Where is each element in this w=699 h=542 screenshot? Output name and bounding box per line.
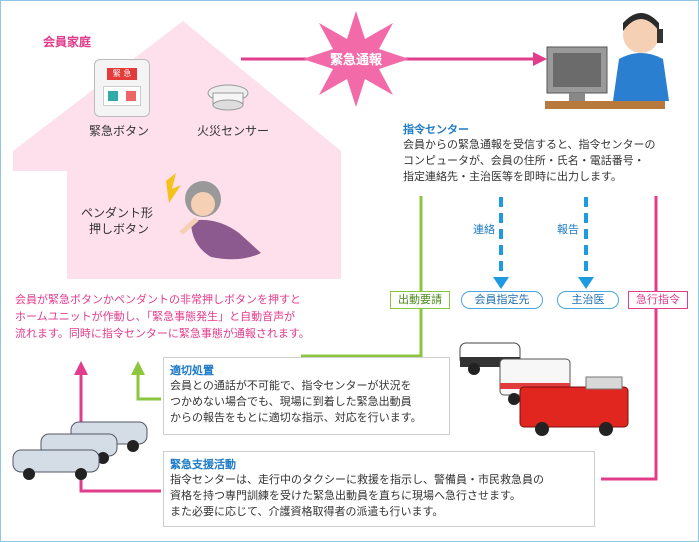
home-title: 会員家庭: [43, 35, 92, 49]
taxi-illustration: [12, 421, 148, 480]
emergency-starburst: [303, 11, 409, 107]
proper-response-line-3: からの報告をもとに適切な指示、対応を行います。: [170, 411, 422, 424]
emergency-button-label: 緊急ボタン: [89, 124, 150, 138]
proper-response-arrowhead: [131, 361, 145, 375]
pendant-label-line-2: 押しボタン: [89, 222, 150, 236]
emergency-button-device: 緊 急: [94, 59, 150, 117]
dispatch-request-line: [301, 196, 423, 358]
fire-sensor-icon: [207, 84, 249, 111]
home-description-line-2: ホームユニットが作動し、「緊急事態発生」と自動音声が: [15, 310, 296, 323]
home-description-line-3: 流れます。同時に指令センターに緊急事態が通報されます。: [15, 327, 310, 340]
emergency-support-line-3: また必要に応じて、介護資格取得者の派遣も行います。: [170, 505, 444, 518]
home-description: 会員が緊急ボタンかペンダントの非常押しボタンを押すと ホームユニットが作動し、「…: [15, 291, 310, 342]
fire-sensor-label: 火災センサー: [197, 124, 270, 138]
proper-response-box: 適切処置 会員との通話が不可能で、指令センターが状況を つかめない場合でも、現場…: [163, 357, 450, 435]
proper-response-line-1: 会員との通話が不可能で、指令センターが状況を: [170, 379, 412, 392]
rush-order-tag: 急行指令: [628, 291, 688, 309]
command-center-line-3: 指定連絡先・主治医等を即時に出力します。: [403, 170, 622, 183]
elderly-woman-illustration: [166, 173, 261, 260]
device-badge: 緊 急: [107, 68, 137, 80]
emergency-call-arrowhead: [533, 52, 547, 66]
emergency-vehicles-illustration: [459, 342, 629, 436]
support-return-arrowhead: [74, 361, 88, 375]
emergency-support-box: 緊急支援活動 指令センターは、走行中のタクシーに救援を指示し、警備員・市民救急員…: [163, 451, 595, 527]
proper-response-line: [136, 373, 161, 401]
member-contact-pill: 会員指定先: [461, 291, 543, 309]
proper-response-title: 適切処置: [170, 364, 214, 377]
contact-label: 連絡: [473, 223, 495, 236]
house-shape: [13, 21, 341, 279]
pendant-label-line-1: ペンダント形: [81, 206, 154, 220]
emergency-call-label: 緊急通報: [329, 53, 382, 68]
emergency-support-line-1: 指令センターは、走行中のタクシーに救援を指示し、警備員・市民救急員の: [170, 473, 544, 486]
home-description-line-1: 会員が緊急ボタンかペンダントの非常押しボタンを押すと: [15, 293, 301, 306]
operator-illustration: [545, 13, 669, 109]
emergency-support-line-2: 資格を持つ専門訓練を受けた緊急出動員を直ちに現場へ急行させます。: [170, 489, 521, 502]
proper-response-line-2: つかめない場合でも、現場に到着した緊急出動員: [170, 395, 412, 408]
command-center-line-2: コンピュータが、会員の住所・氏名・電話番号・: [403, 154, 645, 167]
command-center-line-1: 会員からの緊急通報を受信すると、指令センターの: [403, 138, 656, 151]
command-center-box: 指令センター 会員からの緊急通報を受信すると、指令センターの コンピュータが、会…: [397, 117, 681, 193]
report-arrowhead: [578, 277, 594, 289]
doctor-pill: 主治医: [557, 291, 619, 309]
support-return-line: [79, 373, 161, 493]
emergency-support-title: 緊急支援活動: [170, 458, 236, 471]
report-label: 報告: [557, 223, 579, 236]
contact-arrowhead: [493, 277, 509, 289]
rush-order-line: [601, 196, 658, 481]
command-center-title: 指令センター: [403, 123, 469, 136]
dispatch-request-tag: 出動要請: [390, 291, 450, 309]
